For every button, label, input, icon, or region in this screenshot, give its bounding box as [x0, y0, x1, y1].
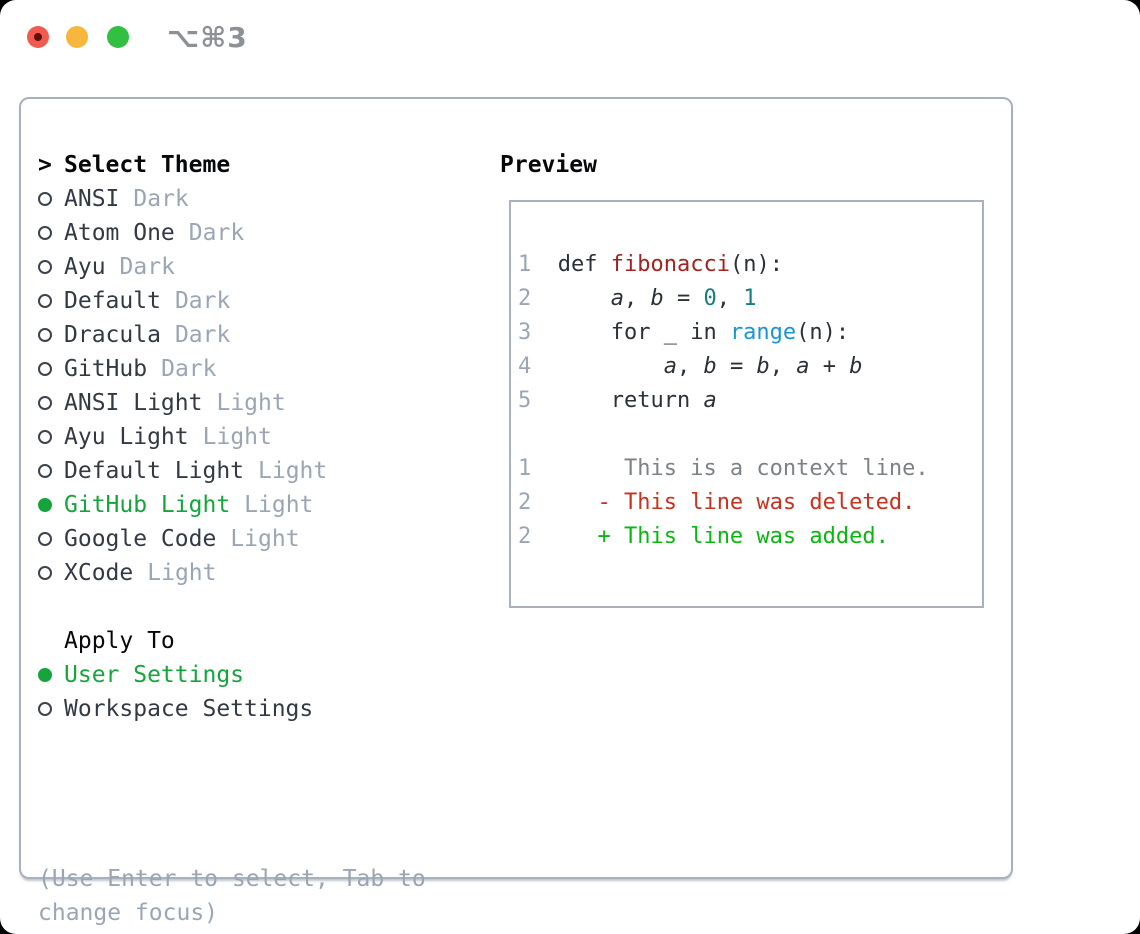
hint-line: (Use Enter to select, Tab to	[38, 866, 426, 892]
variant-badge: Light	[244, 492, 314, 518]
hint-text: (Use Enter to select, Tab to change focus…	[38, 760, 426, 930]
radio-unselected-icon	[38, 328, 52, 342]
code-line: 2 + This line was added.	[518, 524, 889, 549]
theme-item-default[interactable]: Default Dark	[38, 284, 327, 318]
radio-icon	[38, 566, 64, 580]
radio-unselected-icon	[38, 702, 52, 716]
radio-selected-icon	[38, 498, 52, 512]
code-line: 5 return a	[518, 388, 717, 413]
apply-option-workspace-settings[interactable]: Workspace Settings	[38, 692, 313, 726]
item-label: Atom One	[64, 220, 175, 246]
preview-box: 1 def fibonacci(n): 2 a, b = 0, 1 3 for _ …	[509, 200, 984, 608]
variant-badge: Dark	[188, 220, 245, 246]
theme-item-ansi-light[interactable]: ANSI Light Light	[38, 386, 327, 420]
code-line	[518, 418, 982, 452]
hint-line: change focus)	[38, 900, 219, 926]
radio-unselected-icon	[38, 294, 52, 308]
radio-unselected-icon	[38, 260, 52, 274]
item-label: Dracula	[64, 322, 161, 348]
theme-item-github[interactable]: GitHub Dark	[38, 352, 327, 386]
item-label: Default Light	[64, 458, 245, 484]
radio-unselected-icon	[38, 430, 52, 444]
theme-item-default-light[interactable]: Default Light Light	[38, 454, 327, 488]
radio-icon	[38, 260, 64, 274]
item-label: GitHub	[64, 356, 148, 382]
variant-badge: Light	[258, 458, 328, 484]
radio-icon	[38, 464, 64, 478]
variant-badge: Light	[216, 390, 286, 416]
item-label: GitHub Light	[64, 492, 231, 518]
theme-list-header: > Select Theme	[38, 148, 327, 182]
radio-unselected-icon	[38, 464, 52, 478]
theme-list-title: Select Theme	[64, 152, 231, 178]
variant-badge: Dark	[174, 288, 231, 314]
radio-icon	[38, 362, 64, 376]
preview-title: Preview	[500, 152, 597, 178]
item-label: Google Code	[64, 526, 217, 552]
item-label: XCode	[64, 560, 134, 586]
radio-icon	[38, 430, 64, 444]
variant-badge: Dark	[161, 356, 217, 382]
theme-item-ayu[interactable]: Ayu Dark	[38, 250, 327, 284]
item-label: Ayu Light	[64, 424, 189, 450]
item-label: Ayu	[64, 254, 106, 280]
radio-icon	[38, 328, 64, 342]
traffic-light-minimize-button[interactable]	[66, 26, 88, 48]
variant-badge: Dark	[133, 186, 189, 212]
apply-to-header: Apply To	[38, 624, 313, 658]
radio-unselected-icon	[38, 192, 52, 206]
radio-icon	[38, 294, 64, 308]
theme-item-ansi[interactable]: ANSI Dark	[38, 182, 327, 216]
theme-item-github-light[interactable]: GitHub Light Light	[38, 488, 327, 522]
code-line: 3 for _ in range(n):	[518, 320, 850, 345]
radio-unselected-icon	[38, 396, 52, 410]
theme-item-dracula[interactable]: Dracula Dark	[38, 318, 327, 352]
radio-selected-icon	[38, 668, 52, 682]
theme-item-xcode[interactable]: XCode Light	[38, 556, 327, 590]
radio-unselected-icon	[38, 566, 52, 580]
item-label: Default	[64, 288, 161, 314]
theme-item-google-code[interactable]: Google Code Light	[38, 522, 327, 556]
radio-icon	[38, 498, 64, 512]
variant-badge: Light	[147, 560, 217, 586]
radio-unselected-icon	[38, 226, 52, 240]
radio-unselected-icon	[38, 532, 52, 546]
theme-item-ayu-light[interactable]: Ayu Light Light	[38, 420, 327, 454]
item-label: ANSI	[64, 186, 120, 212]
window-shortcut-label: ⌥⌘3	[167, 21, 248, 54]
focus-caret-icon: >	[38, 152, 52, 178]
code-line: 1 def fibonacci(n):	[518, 252, 783, 277]
radio-icon	[38, 226, 64, 240]
apply-to-title: Apply To	[64, 628, 175, 654]
traffic-light-zoom-button[interactable]	[107, 26, 129, 48]
variant-badge: Dark	[119, 254, 175, 280]
radio-icon	[38, 532, 64, 546]
traffic-light-close-button[interactable]	[27, 26, 49, 48]
radio-unselected-icon	[38, 362, 52, 376]
radio-icon	[38, 702, 64, 716]
variant-badge: Light	[230, 526, 300, 552]
radio-icon	[38, 396, 64, 410]
theme-item-atom-one[interactable]: Atom One Dark	[38, 216, 327, 250]
radio-icon	[38, 668, 64, 682]
code-line: 1 This is a context line.	[518, 456, 929, 481]
apply-option-user-settings[interactable]: User Settings	[38, 658, 313, 692]
item-label: User Settings	[64, 662, 245, 688]
variant-badge: Dark	[174, 322, 231, 348]
code-line: 2 a, b = 0, 1	[518, 286, 757, 311]
code-line: 2 - This line was deleted.	[518, 490, 916, 515]
code-line: 4 a, b = b, a + b	[518, 354, 863, 379]
item-label: Workspace Settings	[64, 696, 314, 722]
variant-badge: Light	[202, 424, 272, 450]
radio-icon	[38, 192, 64, 206]
item-label: ANSI Light	[64, 390, 203, 416]
